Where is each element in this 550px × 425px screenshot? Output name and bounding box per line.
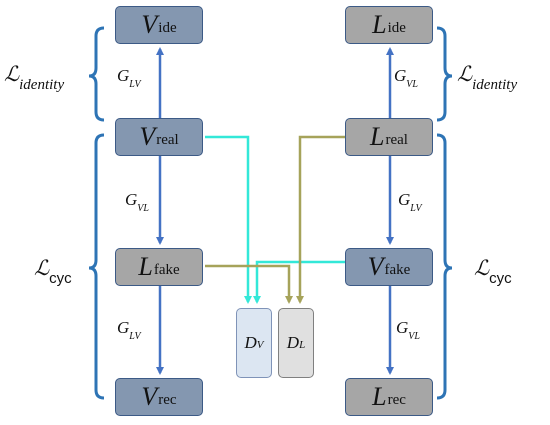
loss-cyc-right: ℒcyc [474, 256, 512, 287]
generator-label-right-bottom: GVL [396, 318, 420, 343]
arrow-lreal-to-dl [296, 135, 345, 304]
loss-identity-left: ℒidentity [4, 62, 65, 93]
generator-label-right-mid: GLV [398, 190, 422, 215]
arrow-lfake-to-dl [205, 264, 293, 304]
generator-label-left-top: GLV [117, 66, 141, 91]
arrow-vfake-to-dv [253, 260, 345, 304]
brace-identity-left [88, 26, 105, 122]
brace-identity-right [436, 26, 453, 122]
arrow-vreal-to-dv [205, 135, 252, 304]
loss-identity-right: ℒidentity [457, 62, 518, 93]
brace-cyc-left [88, 133, 105, 400]
generator-label-left-bottom: GLV [117, 318, 141, 343]
loss-cyc-left: ℒcyc [34, 256, 72, 287]
brace-cyc-right [436, 133, 453, 400]
generator-label-left-mid: GVL [125, 190, 149, 215]
generator-label-right-top: GVL [394, 66, 418, 91]
